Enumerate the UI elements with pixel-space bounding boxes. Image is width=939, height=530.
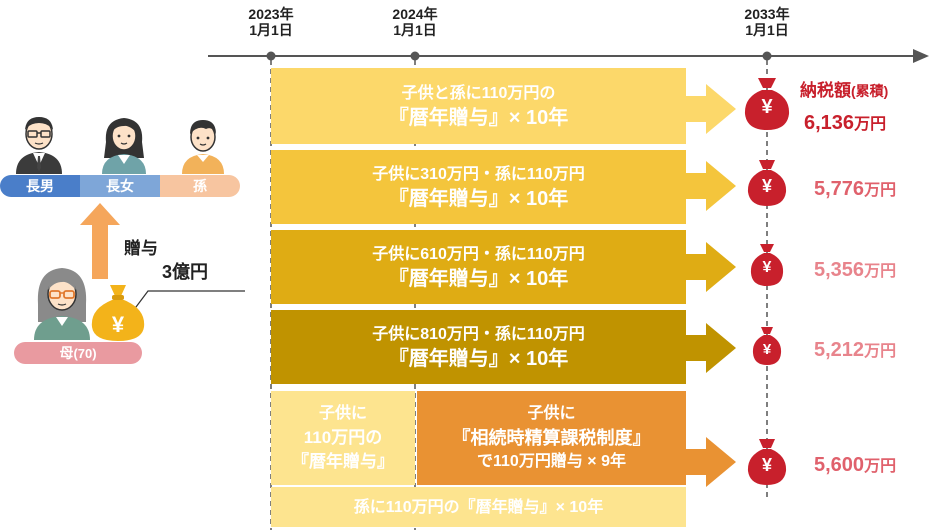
tax-bag-2 [747,160,787,206]
scenario-5-bottom-band: 孫に110万円の『暦年贈与』× 10年 [271,487,686,527]
tax-unit: 万円 [864,458,897,475]
tax-value: 5,212 [814,339,865,361]
mother-name: 母 [59,345,74,361]
tax-amount-2: 5,776万円 [814,176,896,201]
date-day: 1月1日 [745,22,789,38]
grandchild-label: 孫 [160,175,240,197]
tax-amount-5: 5,600万円 [814,452,896,477]
tax-unit: 万円 [854,116,887,133]
scenario-line1: 子供に610万円・孫に110万円 [372,246,585,263]
grandchild-icon [182,120,224,174]
scenario-line2: 『暦年贈与』× 10年 [388,188,569,210]
scenario-line1: 子供に [527,405,576,422]
gift-amount: 3億円 [162,262,209,282]
scenario-1-band: 子供と孫に110万円の 『暦年贈与』× 10年 [271,68,686,144]
scenario-2-band: 子供に310万円・孫に110万円 『暦年贈与』× 10年 [271,150,686,224]
result-arrow-1 [686,84,736,134]
date-day: 1月1日 [393,22,437,38]
mother-age: (70) [73,345,97,361]
scenario-4-band: 子供に810万円・孫に110万円 『暦年贈与』× 10年 [271,310,686,384]
gift-label: 贈与 [124,239,158,258]
money-bag-icon [91,285,145,341]
scenario-line2: 110万円の [303,428,383,447]
result-arrow-3 [686,242,736,292]
eldest-daughter-icon [102,118,146,174]
tax-bag-1 [744,78,790,130]
date-2033: 2033年 1月1日 [727,6,807,38]
result-arrow-5 [686,437,736,487]
tax-amount-1: 6,136万円 [804,110,886,135]
tax-value: 5,776 [814,178,865,200]
scenario-line2: 『暦年贈与』× 10年 [388,268,569,290]
tax-bag-3-yen: ¥ [762,259,772,276]
date-year: 2033年 [744,6,790,22]
scenario-line2: 『暦年贈与』× 10年 [388,348,569,370]
tax-value: 5,356 [814,259,865,281]
tax-value: 5,600 [814,454,865,476]
tax-header-label: 納税額 [800,81,851,100]
date-year: 2024年 [392,6,438,22]
date-2024: 2024年 1月1日 [375,6,455,38]
date-year: 2023年 [248,6,294,22]
scenario-bottom: 孫に110万円の『暦年贈与』× 10年 [353,498,604,516]
result-arrow-4 [686,323,736,373]
tax-unit: 万円 [864,343,897,360]
tax-bag-3 [750,244,784,286]
yen-symbol: ¥ [111,312,125,337]
gift-up-arrow [80,203,120,279]
tax-bag-2-yen: ¥ [761,176,772,196]
date-day: 1月1日 [249,22,293,38]
scenario-line1: 子供に [318,405,367,422]
tax-bag-1-yen: ¥ [761,96,773,118]
scenario-3-band: 子供に610万円・孫に110万円 『暦年贈与』× 10年 [271,230,686,304]
tax-amount-3: 5,356万円 [814,257,896,282]
tax-amount-4: 5,212万円 [814,337,896,362]
tax-value: 6,136 [804,112,855,134]
tax-header-sub: (累積) [851,83,889,99]
eldest-daughter-label: 長女 [80,175,160,197]
scenario-line2: 『相続時精算課税制度』 [452,428,651,448]
scenario-line3: で110万円贈与 × 9年 [477,453,626,470]
scenario-line3: 『暦年贈与』 [292,452,394,471]
scenario-line1: 子供と孫に110万円の [401,85,556,102]
tax-bag-4 [752,327,782,365]
scenario-line2: 『暦年贈与』× 10年 [388,107,569,129]
mother-label: 母(70) [14,342,142,364]
tax-unit: 万円 [864,182,897,199]
tax-header: 納税額(累積) [800,76,888,101]
scenario-5-left-band: 子供に 110万円の 『暦年贈与』 [271,391,415,485]
tax-bag-5-yen: ¥ [761,455,772,475]
scenario-line1: 子供に810万円・孫に110万円 [372,326,585,343]
tax-bag-4-yen: ¥ [762,341,772,358]
tax-unit: 万円 [864,263,897,280]
date-2023: 2023年 1月1日 [231,6,311,38]
scenario-line1: 子供に310万円・孫に110万円 [372,166,585,183]
eldest-son-label: 長男 [0,175,80,197]
scenario-5-right-band: 子供に 『相続時精算課税制度』 で110万円贈与 × 9年 [417,391,686,485]
tax-bag-5 [747,439,787,485]
eldest-son-icon [16,117,62,174]
mother-icon [34,268,90,340]
result-arrow-2 [686,161,736,211]
